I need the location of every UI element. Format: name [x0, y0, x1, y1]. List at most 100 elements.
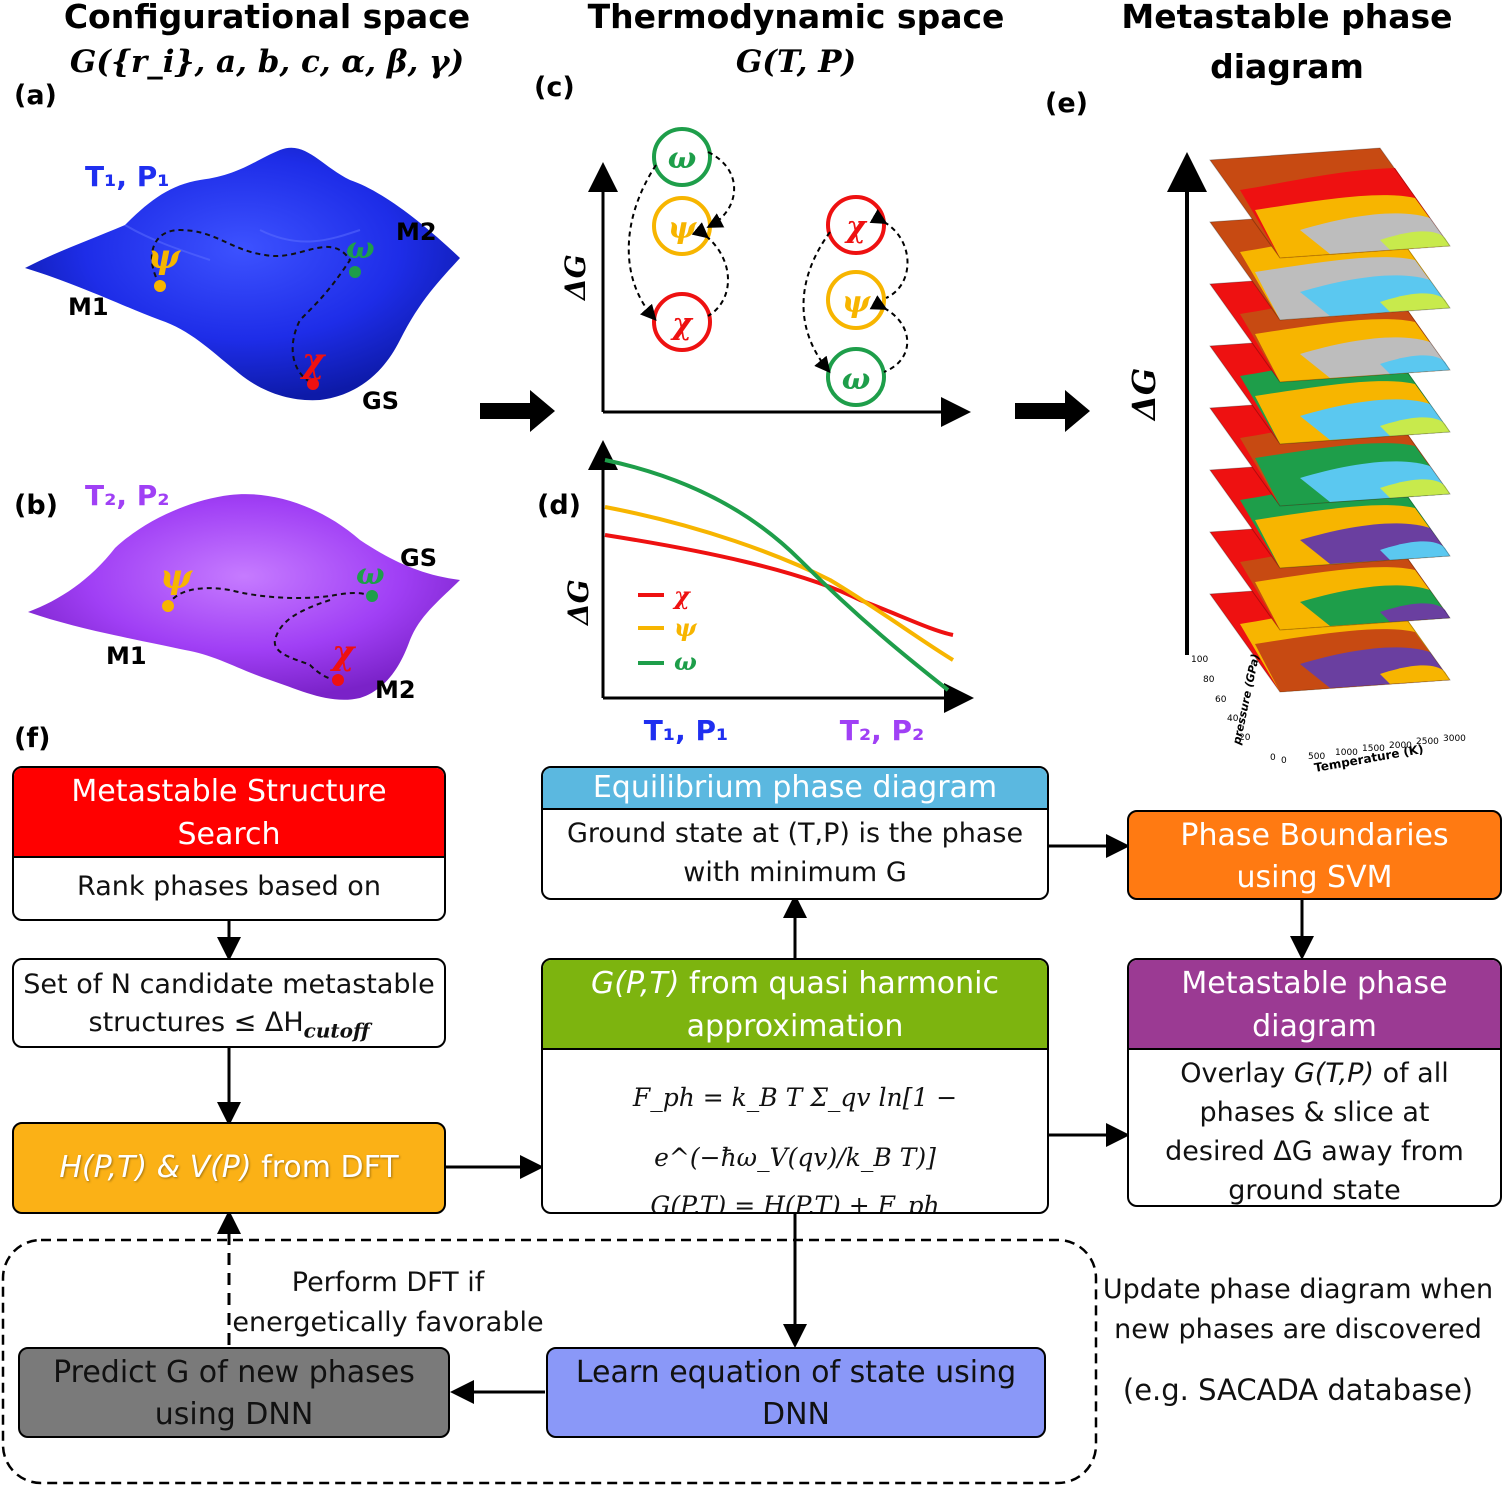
meta-head-line1: Metastable phase: [1181, 966, 1448, 1001]
config-space-title: Configurational space: [64, 0, 470, 36]
panel-c-axes: [588, 162, 971, 427]
qha-head-line1: G(P,T) from quasi harmonic: [591, 966, 999, 1001]
phase-region: [1380, 603, 1450, 622]
phase-region: [1380, 355, 1450, 374]
pressure-tick: 60: [1215, 695, 1227, 705]
panel-d-legend: [638, 593, 664, 665]
update-note: Update phase diagram when new phases are…: [1098, 1270, 1498, 1410]
label-m2-b: M2: [375, 676, 416, 704]
equilibrium-head: Equilibrium phase diagram: [543, 768, 1047, 810]
learn-line2: DNN: [762, 1397, 830, 1432]
flow-connectors: [217, 834, 1314, 1404]
panel-d-curves: [604, 458, 955, 692]
pressure-tick: 0: [1270, 753, 1276, 763]
legend-chi: χ: [672, 581, 691, 610]
panel-c-ylabel: ΔG: [559, 254, 592, 302]
phase-region: [1380, 417, 1450, 436]
equilibrium-body-line2: with minimum G: [683, 857, 907, 888]
temperature-tick: 1500: [1362, 744, 1385, 754]
panel-c-left-psi: ψ: [668, 211, 698, 246]
pressure-tick: 40: [1227, 714, 1239, 724]
label-gs-b: GS: [400, 544, 437, 572]
meta-head-line2: diagram: [1252, 1009, 1377, 1044]
equilibrium-phase-diagram-box: Equilibrium phase diagram Ground state a…: [541, 766, 1049, 900]
qha-equation-1: F_ph = k_B T Σ_qv ln[1 − e^(−ħω_V(qv)/k_…: [632, 1083, 958, 1172]
candidates-line1: Set of N candidate metastable: [23, 969, 435, 1000]
metastable-title-line2: diagram: [1210, 47, 1364, 86]
phase-chi-a: χ: [300, 341, 327, 381]
metastable-structure-search-box: Metastable Structure Search Rank phases …: [12, 766, 446, 921]
perform-dft-note: Perform DFT if energetically favorable: [228, 1263, 548, 1343]
meta-body-line4: ground state: [1228, 1175, 1401, 1206]
phase-slice-edge: [1209, 147, 1451, 259]
phase-region: [1380, 231, 1450, 250]
label-m1-b: M1: [106, 642, 147, 670]
panel-d-ylabel: ΔG: [562, 579, 595, 627]
label-m2-a: M2: [396, 218, 437, 246]
panel-e-ylabel: ΔG: [1125, 368, 1163, 422]
pressure-tick: 20: [1239, 733, 1251, 743]
candidates-line2: structures ≤ ΔHcutoff: [88, 1007, 370, 1043]
energy-surface-b: [28, 494, 460, 700]
curve-chi: [604, 533, 954, 637]
label-gs-a: GS: [362, 387, 399, 415]
temperature-tick: 2000: [1389, 741, 1412, 751]
meta-body-line3: desired ΔG away from: [1165, 1136, 1464, 1167]
pressure-tick: 80: [1203, 675, 1215, 685]
thermo-space-equation: G(T, P): [736, 44, 856, 80]
phase-omega-b: ω: [356, 557, 385, 592]
panel-c-left-omega: ω: [668, 141, 697, 176]
quasi-harmonic-box: G(P,T) from quasi harmonic approximation…: [541, 958, 1049, 1214]
label-m1-a: M1: [68, 293, 109, 321]
thermo-space-title: Thermodynamic space: [588, 0, 1005, 36]
pressure-tick: 100: [1191, 655, 1208, 665]
dft-text-italic: H(P,T) & V(P): [59, 1150, 252, 1185]
phase-psi-a: ψ: [148, 237, 181, 277]
mss-body: Rank phases based on enthalpy: [77, 871, 381, 902]
curve-psi: [604, 505, 955, 662]
panel-c-left-chi: χ: [670, 307, 694, 342]
svm-line2: using SVM: [1236, 860, 1393, 895]
phase-region: [1380, 541, 1450, 560]
phase-region: [1380, 293, 1450, 312]
phase-region: [1380, 479, 1450, 498]
panel-c-left-stack: [627, 127, 736, 352]
phase-omega-a: ω: [346, 231, 375, 266]
candidate-structures-box: Set of N candidate metastable structures…: [12, 958, 446, 1048]
predict-dnn-box: Predict G of new phases using DNN: [18, 1347, 450, 1438]
temperature-tick: 0: [1281, 756, 1287, 766]
legend-omega: ω: [674, 647, 697, 676]
panel-d-xlabel-right: T₂, P₂: [840, 714, 925, 747]
qha-equation-2: G(P,T) = H(P,T) + F_ph: [650, 1191, 940, 1214]
perform-line2: energetically favorable: [232, 1307, 544, 1338]
panel-c-right-chi: χ: [844, 210, 868, 245]
learn-line1: Learn equation of state using: [575, 1355, 1017, 1390]
metastable-title-line1: Metastable phase: [1121, 0, 1452, 36]
panel-label-e: (e): [1045, 88, 1088, 119]
phase-diagram-stack: [1209, 147, 1451, 693]
mss-head-line2: Search: [177, 817, 281, 852]
dnn-loop-region: [1, 1238, 1098, 1485]
dft-text-rest: from DFT: [251, 1150, 399, 1185]
equilibrium-body-line1: Ground state at (T,P) is the phase: [566, 818, 1024, 849]
phase-psi-b: ψ: [160, 557, 193, 597]
panel-label-f: (f): [14, 723, 50, 754]
panel-c-right-psi: ψ: [842, 285, 872, 320]
update-line1: Update phase diagram when: [1102, 1274, 1494, 1305]
panel-c-right-omega: ω: [842, 362, 871, 397]
panel-d-axes: [588, 440, 974, 713]
condition-b: T₂, P₂: [85, 479, 170, 512]
panel-e-temperature-ticks: 0 500 1000 1500 2000 2500 3000: [1281, 734, 1466, 766]
arrow-c-to-e: [1015, 390, 1090, 432]
panel-label-c: (c): [534, 72, 575, 103]
curve-omega: [604, 458, 950, 692]
panel-label-b: (b): [14, 490, 58, 521]
meta-body-line2: phases & slice at: [1199, 1097, 1430, 1128]
panel-e-pressure-ticks: 100 80 60 40 20 0: [1191, 655, 1276, 763]
learn-eos-box: Learn equation of state using DNN: [546, 1347, 1046, 1438]
phase-region: [1380, 665, 1450, 684]
svm-line1: Phase Boundaries: [1180, 818, 1449, 853]
update-line2: new phases are discovered: [1114, 1314, 1482, 1345]
phase-boundaries-svm-box: Phase Boundaries using SVM: [1127, 810, 1502, 900]
dft-box: H(P,T) & V(P) from DFT: [12, 1122, 446, 1214]
